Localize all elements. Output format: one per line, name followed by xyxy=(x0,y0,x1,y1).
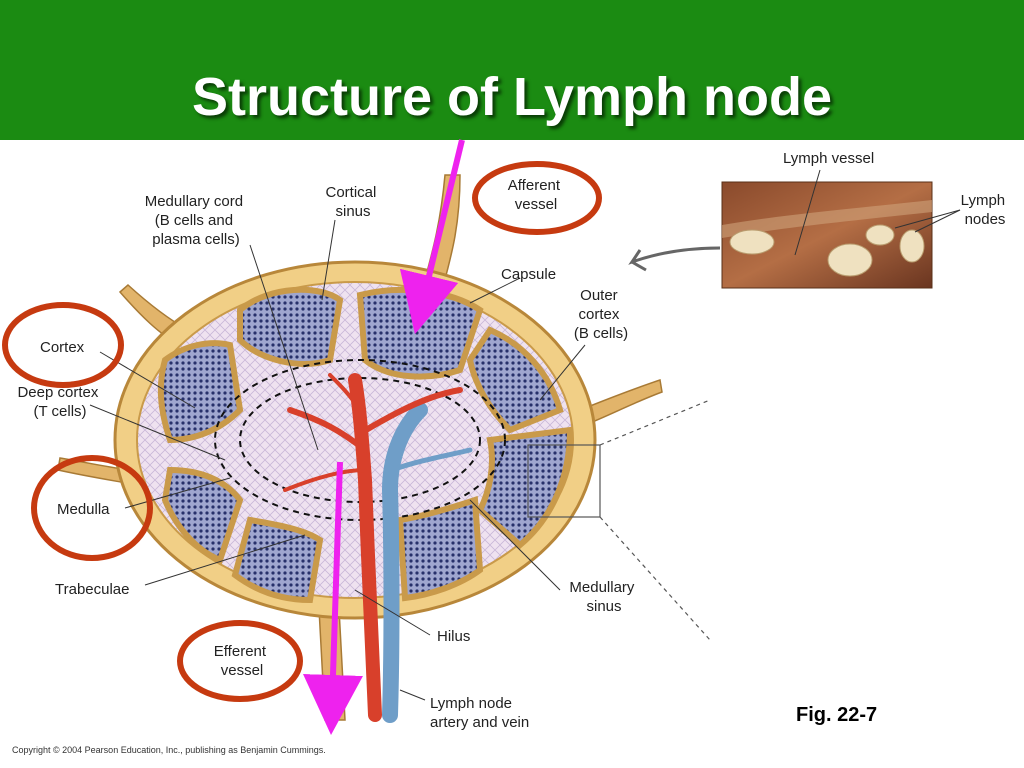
label-efferent-vessel: Efferent vessel xyxy=(214,643,270,679)
label-hilus: Hilus xyxy=(437,628,470,645)
label-lymph-nodes: Lymph nodes xyxy=(961,192,1010,228)
label-outer-cortex: Outer cortex (B cells) xyxy=(574,287,628,342)
flow-arrows xyxy=(303,139,465,735)
photo-inset xyxy=(721,169,961,289)
figure-reference: Fig. 22-7 xyxy=(796,704,877,726)
efferent-flow-arrow xyxy=(303,461,363,735)
highlight-afferent xyxy=(472,161,602,235)
label-artery-and-vein: Lymph node artery and vein xyxy=(430,695,529,731)
highlight-cortex xyxy=(2,302,124,388)
label-medullary-sinus: Medullary sinus xyxy=(569,579,638,615)
label-lymph-vessel: Lymph vessel xyxy=(783,150,874,167)
label-leaders xyxy=(89,219,586,701)
label-deep-cortex: Deep cortex (T cells) xyxy=(17,384,102,420)
label-cortex: Cortex xyxy=(40,339,85,356)
label-medullary-cord: Medullary cord (B cells and plasma cells… xyxy=(145,193,248,248)
highlight-circles xyxy=(2,161,602,702)
label-medulla: Medulla xyxy=(57,501,110,518)
highlight-medulla xyxy=(31,455,153,561)
highlight-efferent xyxy=(177,620,303,702)
label-cortical-sinus: Cortical sinus xyxy=(325,184,380,220)
inset-pointer-arrow xyxy=(628,246,721,272)
zoom-callout xyxy=(527,399,711,641)
blood-vessels xyxy=(283,373,473,723)
label-capsule: Capsule xyxy=(501,266,556,283)
copyright-notice: Copyright © 2004 Pearson Education, Inc.… xyxy=(12,745,326,755)
afferent-flow-arrow xyxy=(399,139,465,335)
label-afferent-vessel: Afferent vessel xyxy=(508,177,564,213)
label-trabeculae: Trabeculae xyxy=(55,581,130,598)
slide-title: Structure of Lymph node xyxy=(191,67,832,127)
title-bar xyxy=(0,0,1024,140)
